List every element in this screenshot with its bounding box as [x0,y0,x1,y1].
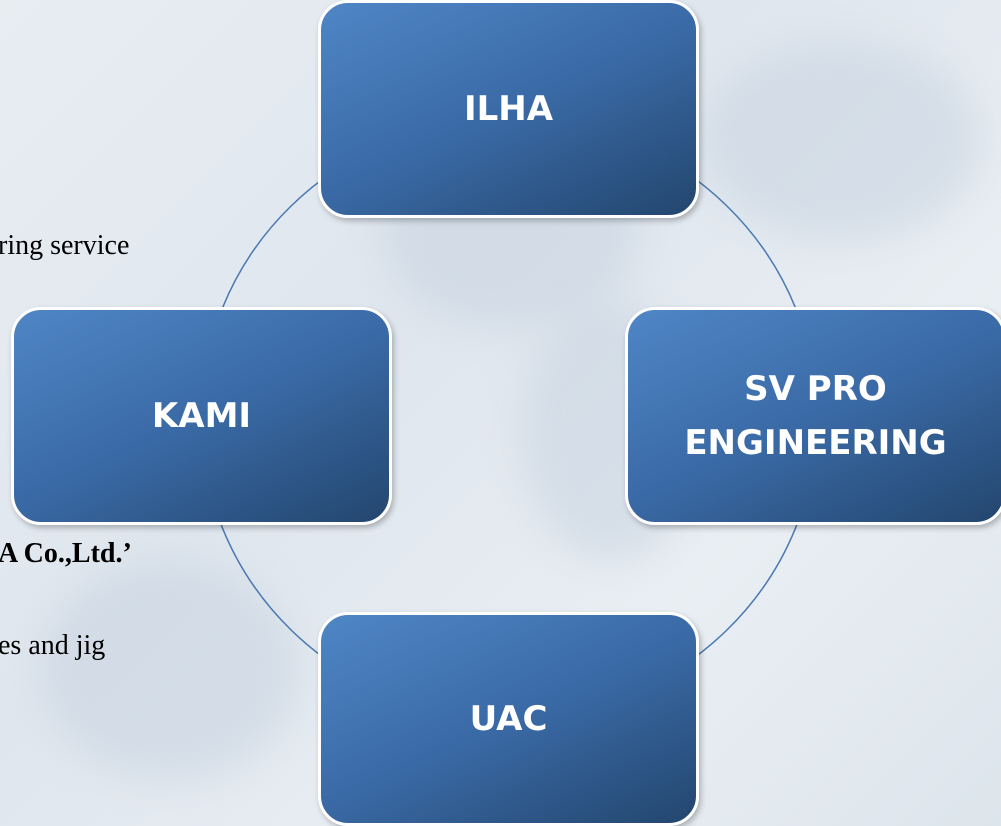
background-text-line-2: A Co.,Ltd.’ [0,538,132,569]
node-sv-pro-engineering-label: SV PRO ENGINEERING [684,369,947,463]
node-ilha-label: ILHA [463,89,554,129]
node-ilha: ILHA [318,0,699,218]
node-sv-pro-engineering: SV PRO ENGINEERING [625,307,1001,525]
node-kami: KAMI [11,307,392,525]
background-text-line-3: es and jig [0,630,106,661]
background-text-line-1: ring service [0,230,130,261]
node-kami-label: KAMI [151,396,252,436]
node-uac: UAC [318,612,699,826]
node-uac-label: UAC [469,699,548,739]
